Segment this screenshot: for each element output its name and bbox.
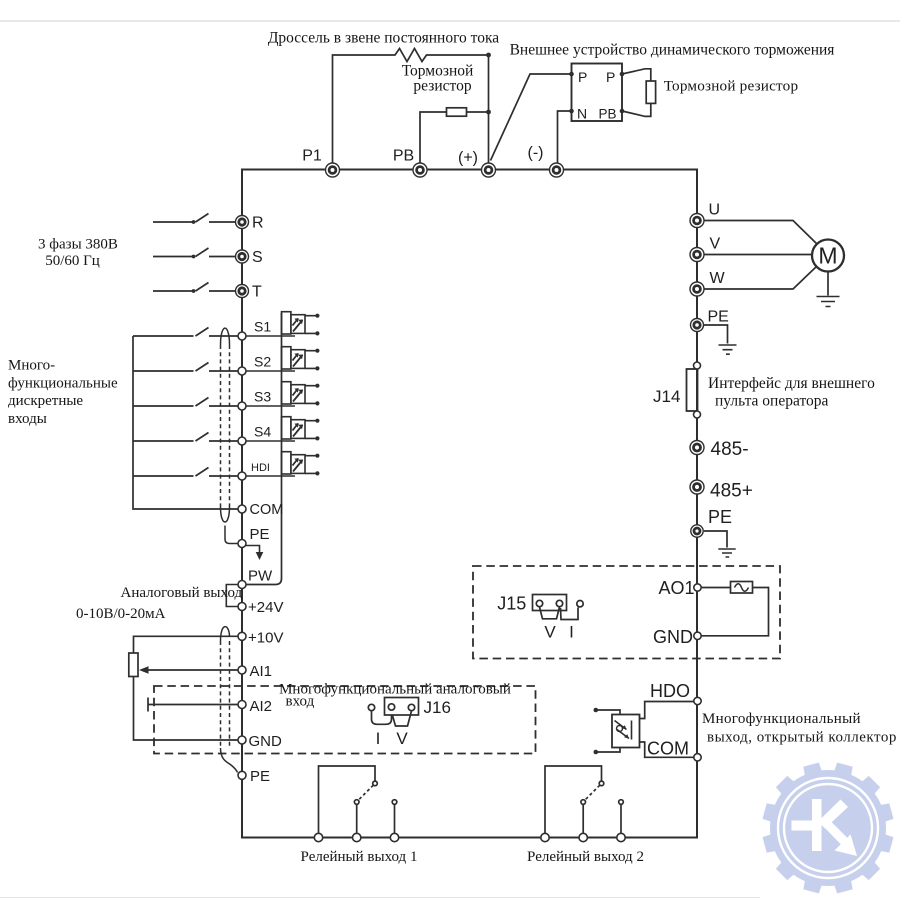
svg-text:Тормозной резистор: Тормозной резистор [664, 78, 799, 95]
svg-text:485-: 485- [711, 439, 749, 460]
svg-text:входы: входы [8, 411, 47, 427]
svg-text:50/60 Гц: 50/60 Гц [45, 253, 100, 269]
svg-text:I: I [569, 623, 574, 642]
svg-text:HDI: HDI [251, 462, 270, 474]
svg-text:S3: S3 [254, 389, 271, 405]
svg-text:S2: S2 [254, 354, 271, 370]
svg-text:S: S [252, 249, 263, 266]
svg-text:3 фазы 380В: 3 фазы 380В [38, 237, 118, 253]
svg-text:R: R [252, 215, 264, 232]
svg-text:PW: PW [248, 568, 273, 585]
svg-text:PB: PB [393, 148, 414, 165]
svg-text:I: I [376, 729, 381, 748]
svg-text:вход: вход [286, 694, 315, 710]
svg-text:485+: 485+ [710, 481, 753, 502]
svg-text:дискретные: дискретные [8, 393, 83, 409]
svg-text:J16: J16 [424, 698, 451, 717]
svg-text:PE: PE [250, 768, 270, 785]
svg-text:Аналоговый выход: Аналоговый выход [121, 585, 243, 601]
svg-text:(+): (+) [458, 150, 478, 167]
svg-text:+24V: +24V [248, 599, 283, 616]
svg-text:T: T [252, 284, 262, 301]
svg-text:Многофункциональный аналоговый: Многофункциональный аналоговый [279, 682, 511, 698]
svg-text:V: V [544, 623, 556, 642]
svg-text:P: P [578, 69, 587, 85]
svg-text:U: U [709, 202, 721, 219]
svg-text:AI2: AI2 [250, 698, 273, 715]
svg-text:COM: COM [647, 739, 689, 759]
svg-text:AI1: AI1 [250, 663, 273, 680]
svg-text:Внешнее устройство динамическо: Внешнее устройство динамического торможе… [510, 42, 835, 59]
svg-text:PE: PE [250, 526, 270, 543]
svg-text:Тормозной: Тормозной [402, 63, 474, 80]
svg-text:(-): (-) [528, 145, 544, 162]
svg-text:выход, открытый коллектор: выход, открытый коллектор [707, 730, 897, 746]
svg-text:W: W [710, 270, 726, 287]
svg-text:PE: PE [708, 309, 729, 326]
svg-text:Дроссель в звене постоянного т: Дроссель в звене постоянного тока [268, 30, 499, 47]
svg-text:Интерфейс для внешнего: Интерфейс для внешнего [708, 375, 875, 392]
svg-text:функциональные: функциональные [8, 375, 118, 391]
svg-text:J15: J15 [497, 594, 526, 614]
svg-text:пульта оператора: пульта оператора [715, 393, 829, 410]
svg-text:0-10В/0-20мА: 0-10В/0-20мА [76, 606, 166, 622]
svg-text:P1: P1 [302, 148, 322, 165]
svg-text:S1: S1 [254, 319, 271, 335]
svg-text:P: P [606, 69, 615, 85]
svg-text:V: V [710, 236, 721, 253]
svg-text:V: V [396, 729, 408, 748]
svg-text:+10V: +10V [248, 629, 283, 646]
svg-text:PB: PB [599, 107, 617, 122]
svg-text:Много-: Много- [8, 358, 55, 374]
svg-text:J14: J14 [653, 387, 680, 406]
svg-text:Многофункциональный: Многофункциональный [702, 711, 861, 727]
svg-text:PE: PE [708, 507, 732, 527]
svg-text:S4: S4 [254, 424, 271, 440]
svg-text:Релейный выход 2: Релейный выход 2 [527, 849, 644, 865]
svg-text:M: M [818, 243, 837, 269]
svg-text:HDO: HDO [650, 681, 690, 701]
svg-text:GND: GND [653, 627, 693, 647]
svg-text:N: N [577, 106, 587, 122]
svg-text:GND: GND [249, 733, 283, 750]
svg-text:резистор: резистор [413, 78, 471, 95]
svg-text:Релейный выход 1: Релейный выход 1 [301, 849, 418, 865]
svg-text:AO1: AO1 [658, 578, 694, 598]
svg-text:COM: COM [250, 502, 284, 518]
